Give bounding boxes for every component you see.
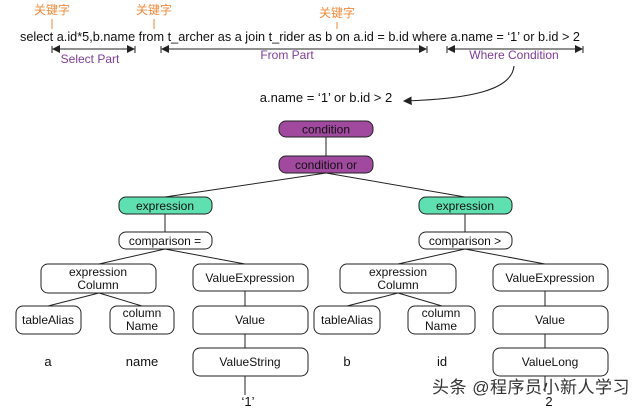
where-to-condition-arrow [402, 65, 515, 106]
node-label: Name [126, 319, 158, 333]
leaf-string-1: ‘1’ [241, 394, 254, 409]
leaf-name: name [126, 354, 159, 369]
node-label: Column [377, 278, 418, 292]
node-value-left: Value [192, 305, 309, 335]
where-part-bracket [446, 45, 584, 53]
node-value-string: ValueString [192, 347, 309, 377]
from-part-bracket [160, 45, 428, 53]
node-condition-or: condition or [278, 155, 374, 174]
node-label: ValueString [219, 355, 280, 369]
tree-edges [47, 137, 546, 395]
node-label: ValueLong [522, 355, 579, 369]
node-label: Column [77, 278, 118, 292]
node-label: comparison > [429, 234, 501, 248]
node-label: expression [369, 265, 427, 279]
leaf-number-2: 2 [545, 394, 552, 409]
node-label: Value [535, 313, 565, 327]
keyword-label: 关键字 [319, 5, 355, 20]
where-condition-label: Where Condition [469, 48, 558, 62]
node-label: condition [302, 123, 350, 137]
node-comparison-gt: comparison > [418, 231, 513, 250]
node-label: tableAlias [22, 313, 74, 327]
node-label: expression [436, 199, 494, 213]
node-value-long: ValueLong [492, 347, 609, 377]
node-expression-column-right: expression Column [339, 263, 457, 294]
node-column-name-right: column Name [407, 305, 476, 335]
from-part-label: From Part [260, 48, 314, 62]
node-label: column [123, 306, 162, 320]
node-value-expression-left: ValueExpression [192, 263, 309, 292]
node-expression-left: expression [118, 196, 213, 215]
node-table-alias-left: tableAlias [15, 305, 82, 335]
node-label: expression [136, 199, 194, 213]
node-label: ValueExpression [505, 271, 594, 285]
keyword-label: 关键字 [136, 2, 172, 17]
node-value-expression-right: ValueExpression [492, 263, 609, 292]
node-label: column [422, 306, 461, 320]
node-label: Value [235, 313, 265, 327]
node-comparison-eq: comparison = [118, 231, 213, 250]
watermark: 头条 @程序员小新人学习 [432, 378, 630, 397]
leaf-b: b [343, 354, 350, 369]
node-expression-column-left: expression Column [40, 263, 157, 294]
node-label: ValueExpression [205, 271, 294, 285]
node-label: comparison = [129, 234, 201, 248]
node-label: tableAlias [321, 313, 373, 327]
node-column-name-left: column Name [109, 305, 175, 335]
sql-statement: select a.id*5,b.name from t_archer as a … [20, 29, 580, 44]
condition-expression-text: a.name = ‘1’ or b.id > 2 [260, 90, 393, 105]
select-part-label: Select Part [61, 52, 120, 66]
node-expression-right: expression [418, 196, 513, 215]
leaf-a: a [44, 354, 52, 369]
keyword-label: 关键字 [34, 2, 70, 17]
select-part-bracket [51, 45, 136, 53]
leaf-id: id [437, 354, 447, 369]
node-condition: condition [278, 120, 374, 138]
node-table-alias-right: tableAlias [313, 305, 381, 335]
node-label: expression [69, 265, 127, 279]
node-label: Name [425, 319, 457, 333]
node-value-right: Value [492, 305, 609, 335]
node-label: condition or [295, 158, 357, 172]
